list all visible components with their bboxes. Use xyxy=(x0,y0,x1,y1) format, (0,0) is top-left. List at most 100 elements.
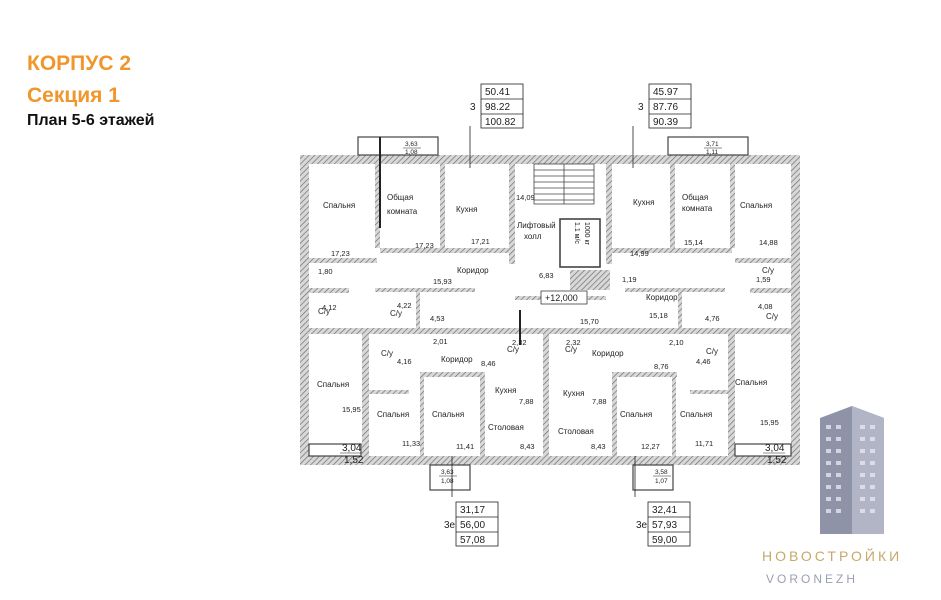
room-name: Спальня xyxy=(377,410,409,419)
balcony-area: 1,07 xyxy=(655,478,668,485)
svg-text:4,08: 4,08 xyxy=(758,302,773,311)
leader-lines xyxy=(451,126,636,497)
svg-text:4,53: 4,53 xyxy=(430,314,445,323)
room-name: Спальня xyxy=(680,410,712,419)
apt-area: 57,08 xyxy=(460,535,485,546)
room-name: Столовая xyxy=(488,423,524,432)
building-title: КОРПУС 2 xyxy=(27,52,131,75)
room-name: Кухня xyxy=(456,205,477,214)
room-name: Коридор xyxy=(441,355,473,364)
elevator-label: 1000 кг 1.1 м/с xyxy=(573,222,590,246)
svg-text:11,71: 11,71 xyxy=(695,439,713,448)
svg-text:7,88: 7,88 xyxy=(519,397,534,406)
stairwell xyxy=(533,163,595,205)
room-name: Коридор xyxy=(457,266,489,275)
svg-text:15,95: 15,95 xyxy=(342,405,361,414)
room-name: С/у xyxy=(507,345,519,354)
svg-text:14,09: 14,09 xyxy=(516,193,535,202)
svg-text:4,12: 4,12 xyxy=(322,303,337,312)
apt-area: 31,17 xyxy=(460,505,485,516)
svg-text:2,32: 2,32 xyxy=(512,338,527,347)
room-name: Кухня xyxy=(563,389,584,398)
svg-text:4,22: 4,22 xyxy=(397,301,412,310)
brand-logo-icon xyxy=(820,406,884,534)
svg-text:4,16: 4,16 xyxy=(397,357,412,366)
balcony-area: 3,63 xyxy=(405,141,418,148)
apartment-table: 3 45.97 87.76 90.39 xyxy=(638,83,692,129)
room-name: С/у xyxy=(381,349,393,358)
svg-text:17,23: 17,23 xyxy=(331,249,350,258)
apt-rooms: 3е xyxy=(444,520,456,531)
apt-area: 90.39 xyxy=(653,117,678,128)
svg-text:4,76: 4,76 xyxy=(705,314,720,323)
section-title: Секция 1 xyxy=(27,84,120,107)
balcony-area: 3,04 xyxy=(342,443,362,454)
elevator-shaft xyxy=(559,218,601,268)
svg-text:17,21: 17,21 xyxy=(471,237,490,246)
room-name: Кухня xyxy=(495,386,516,395)
room-name: Коридор xyxy=(592,349,624,358)
balcony-area: 1,11 xyxy=(706,149,719,156)
apt-rooms: 3 xyxy=(470,102,476,113)
svg-text:8,43: 8,43 xyxy=(591,442,606,451)
room-name: Коридор xyxy=(646,293,678,302)
svg-text:1,19: 1,19 xyxy=(622,275,637,284)
balcony-area: 3,58 xyxy=(655,469,668,476)
apartment-table: 3 50.41 98.22 100.82 xyxy=(470,83,524,129)
room-name: комната xyxy=(682,204,713,213)
room-name: холл xyxy=(524,232,542,241)
room-name: Спальня xyxy=(740,201,772,210)
apt-area: 87.76 xyxy=(653,102,678,113)
balcony-area: 1,08 xyxy=(441,478,454,485)
svg-text:15,70: 15,70 xyxy=(580,317,599,326)
apt-area: 50.41 xyxy=(485,87,510,98)
room-name: Спальня xyxy=(620,410,652,419)
elevation-mark: +12,000 xyxy=(545,293,578,303)
svg-text:2,01: 2,01 xyxy=(433,337,448,346)
svg-text:12,27: 12,27 xyxy=(641,442,660,451)
room-areas: 17,23 17,21 14,09 14,99 15,14 14,88 17,2… xyxy=(318,193,779,451)
elevation-box xyxy=(540,290,588,305)
apt-area: 56,00 xyxy=(460,520,485,531)
svg-text:2,10: 2,10 xyxy=(669,338,684,347)
balcony-area: 3,71 xyxy=(706,141,719,148)
apt-area: 98.22 xyxy=(485,102,510,113)
exterior-walls xyxy=(300,155,800,465)
room-name: Кухня xyxy=(633,198,654,207)
svg-text:1,59: 1,59 xyxy=(756,275,771,284)
brand-name: НОВОСТРОЙКИ xyxy=(762,548,903,564)
room-name: С/у xyxy=(762,266,774,275)
svg-text:1,80: 1,80 xyxy=(318,267,333,276)
svg-text:15,93: 15,93 xyxy=(433,277,452,286)
balconies xyxy=(308,136,792,491)
svg-text:15,14: 15,14 xyxy=(684,238,703,247)
room-name: С/у xyxy=(318,307,330,316)
room-name: С/у xyxy=(706,347,718,356)
balcony-area: 3,63 xyxy=(441,469,454,476)
balcony-labels: 3,63 1,08 3,71 1,11 3,63 1,08 3,58 1,07 xyxy=(403,141,722,485)
balcony-area: 1,08 xyxy=(405,149,418,156)
balcony-area: 3,04 xyxy=(765,443,785,454)
svg-text:15,18: 15,18 xyxy=(649,311,668,320)
balcony-area: 1,52 xyxy=(767,455,787,466)
svg-text:8,43: 8,43 xyxy=(520,442,535,451)
room-name: Лифтовый xyxy=(517,221,556,230)
svg-text:14,88: 14,88 xyxy=(759,238,778,247)
window-markers xyxy=(379,137,521,345)
svg-text:8,76: 8,76 xyxy=(654,362,669,371)
svg-text:17,23: 17,23 xyxy=(415,241,434,250)
svg-text:11,41: 11,41 xyxy=(456,442,474,451)
room-name: С/у xyxy=(766,312,778,321)
room-name: Общая xyxy=(387,193,413,202)
room-name: Столовая xyxy=(558,427,594,436)
room-name: Спальня xyxy=(317,380,349,389)
balcony-area: 1,52 xyxy=(344,455,364,466)
room-name: С/у xyxy=(565,345,577,354)
brand-city: VORONEZH xyxy=(766,572,859,586)
svg-text:14,99: 14,99 xyxy=(630,249,649,258)
room-name: Общая xyxy=(682,193,708,202)
svg-text:6,83: 6,83 xyxy=(539,271,554,280)
room-names: Спальня Общая комната Кухня Кухня Общая … xyxy=(317,193,778,436)
room-name: Спальня xyxy=(432,410,464,419)
